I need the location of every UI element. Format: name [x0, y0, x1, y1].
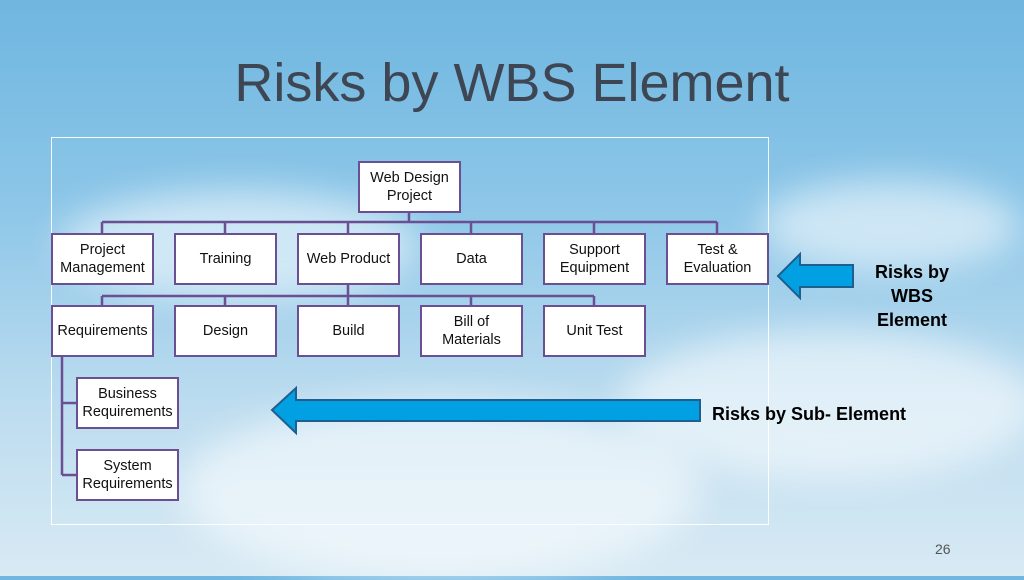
- left-arrow-icon: [270, 385, 701, 436]
- page-number: 26: [935, 541, 951, 557]
- left-arrow-icon: [776, 251, 854, 301]
- wbs-system-requirements-box: System Requirements: [76, 449, 179, 501]
- wbs-build-box: Build: [297, 305, 400, 357]
- wbs-unit-test-box: Unit Test: [543, 305, 646, 357]
- wbs-test-evaluation-box: Test & Evaluation: [666, 233, 769, 285]
- background-cloud: [180, 400, 700, 580]
- wbs-web-product-box: Web Product: [297, 233, 400, 285]
- wbs-training-box: Training: [174, 233, 277, 285]
- wbs-project-management-box: Project Management: [51, 233, 154, 285]
- wbs-data-box: Data: [420, 233, 523, 285]
- slide-title: Risks by WBS Element: [234, 53, 790, 113]
- wbs-requirements-box: Requirements: [51, 305, 154, 357]
- wbs-business-requirements-box: Business Requirements: [76, 377, 179, 429]
- wbs-support-equipment-box: Support Equipment: [543, 233, 646, 285]
- risks-by-sub-element-label: Risks by Sub- Element: [712, 404, 907, 424]
- wbs-root-box: Web Design Project: [358, 161, 461, 213]
- background-cloud: [760, 180, 1020, 270]
- wbs-design-box: Design: [174, 305, 277, 357]
- risks-by-wbs-element-label: Risks by WBS Element: [874, 262, 950, 330]
- wbs-bill-of-materials-box: Bill of Materials: [420, 305, 523, 357]
